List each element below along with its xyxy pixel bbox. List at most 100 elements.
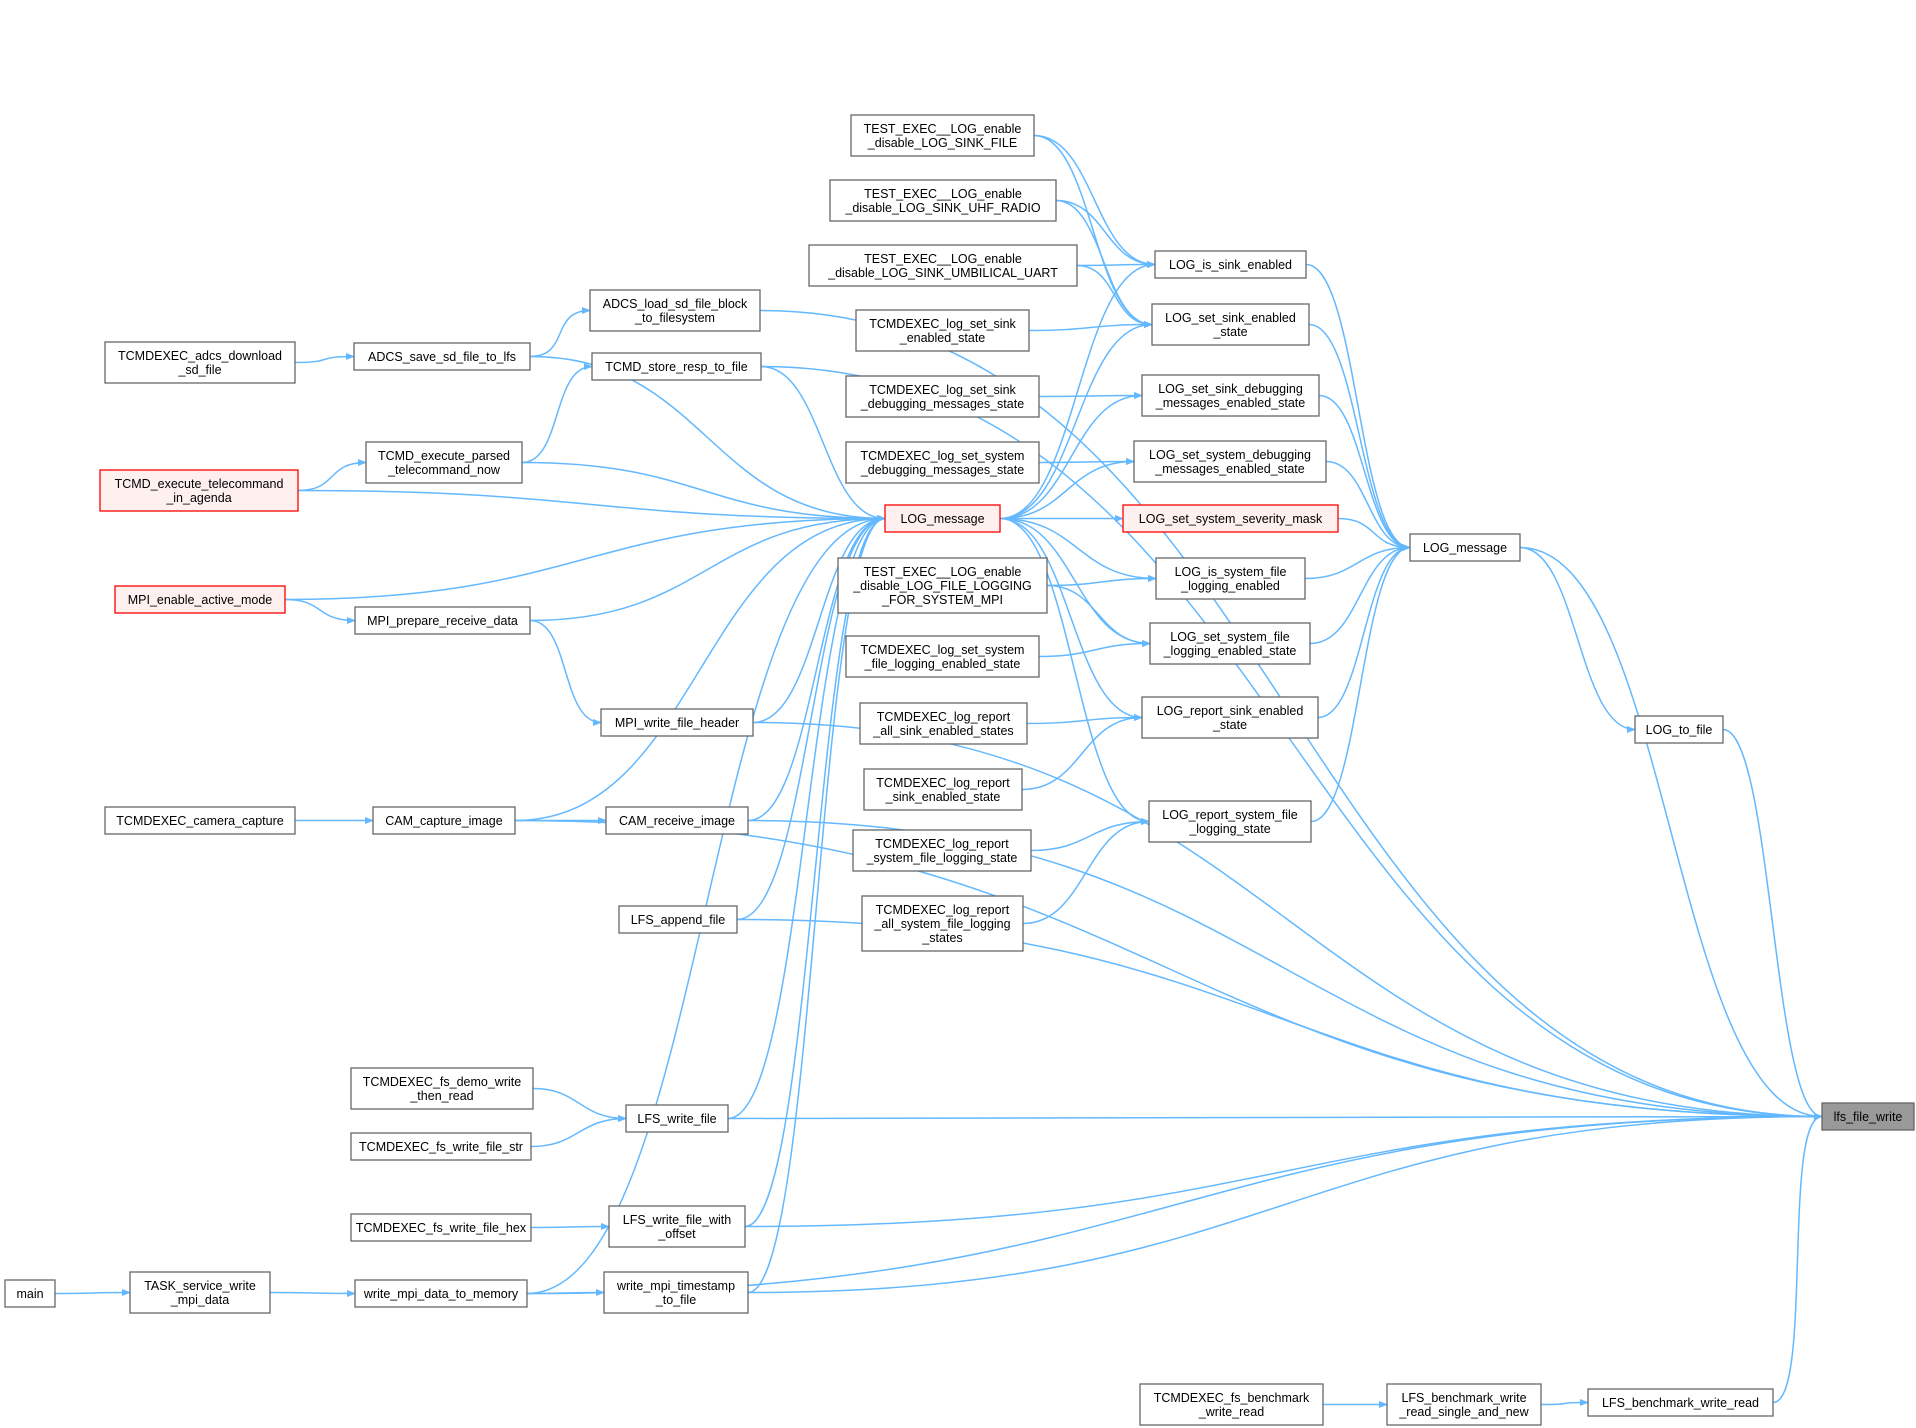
node-box [1148, 800, 1312, 843]
node-CAM_receive_image[interactable]: CAM_receive_image [605, 806, 749, 835]
node-LOG_set_system_file_logging_enabled_state[interactable]: LOG_set_system_file_logging_enabled_stat… [1149, 622, 1311, 665]
node-CAM_capture_image[interactable]: CAM_capture_image [372, 806, 516, 835]
node-label: _mpi_data [170, 1293, 229, 1307]
node-LOG_report_system_file_logging_state[interactable]: LOG_report_system_file_logging_state [1148, 800, 1312, 843]
node-lfs_file_write[interactable]: lfs_file_write [1821, 1102, 1915, 1131]
node-TCMDEXEC_log_set_system_debugging[interactable]: TCMDEXEC_log_set_system_debugging_messag… [845, 441, 1040, 484]
node-label: _state [1212, 718, 1247, 732]
call-edge-MPI_write_file_header-to-LOG_message_left [752, 514, 886, 724]
node-write_mpi_timestamp_to_file[interactable]: write_mpi_timestamp_to_file [603, 1271, 749, 1314]
node-LOG_message_left[interactable]: LOG_message [884, 504, 1001, 533]
node-TCMDEXEC_adcs_download_sd_file[interactable]: TCMDEXEC_adcs_download_sd_file [104, 341, 296, 384]
node-TASK_service_write_mpi_data[interactable]: TASK_service_write_mpi_data [129, 1271, 271, 1314]
call-edge-MPI_enable_active_mode-to-LOG_message_left [284, 514, 886, 601]
node-write_mpi_data_to_memory[interactable]: write_mpi_data_to_memory [354, 1279, 528, 1308]
node-box [1151, 303, 1310, 346]
node-main[interactable]: main [4, 1279, 56, 1308]
node-label: LFS_append_file [631, 913, 726, 927]
node-label: LOG_set_sink_debugging [1158, 382, 1303, 396]
node-label: LOG_to_file [1646, 723, 1713, 737]
node-LOG_report_sink_enabled_state[interactable]: LOG_report_sink_enabled_state [1141, 696, 1319, 739]
node-LOG_set_system_debugging[interactable]: LOG_set_system_debugging_messages_enable… [1133, 440, 1327, 483]
node-label: _to_filesystem [634, 311, 715, 325]
node-TCMDEXEC_log_set_sink_debugging[interactable]: TCMDEXEC_log_set_sink_debugging_messages… [845, 375, 1040, 418]
call-edge-TCMDEXEC_log_set_sink_enabled_state-to-LOG_set_sink_enabled_state [1028, 320, 1153, 332]
node-LFS_benchmark_write_read[interactable]: LFS_benchmark_write_read [1587, 1388, 1774, 1417]
node-label: ADCS_load_sd_file_block [603, 297, 748, 311]
node-TEST_EXEC_UHF[interactable]: TEST_EXEC__LOG_enable_disable_LOG_SINK_U… [829, 179, 1057, 222]
node-ADCS_save_sd_file_to_lfs[interactable]: ADCS_save_sd_file_to_lfs [353, 342, 531, 371]
node-box [1141, 696, 1319, 739]
node-TEST_EXEC_SYSTEM_MPI[interactable]: TEST_EXEC__LOG_enable_disable_LOG_FILE_L… [837, 557, 1048, 614]
node-label: TCMDEXEC_adcs_download [118, 349, 282, 363]
node-label: _system_file_logging_state [866, 851, 1018, 865]
node-label: _logging_enabled [1180, 579, 1280, 593]
node-TCMD_execute_parsed_telecommand_now[interactable]: TCMD_execute_parsed_telecommand_now [365, 441, 523, 484]
call-edge-ADCS_save_sd_file_to_lfs-to-ADCS_load_sd_file_block_to_filesystem [529, 306, 591, 358]
node-label: CAM_receive_image [619, 814, 735, 828]
node-LOG_set_system_severity_mask[interactable]: LOG_set_system_severity_mask [1122, 504, 1339, 533]
call-edge-CAM_receive_image-to-LOG_message_left [747, 514, 886, 822]
node-label: _enabled_state [899, 331, 986, 345]
call-edge-TCMD_execute_parsed_telecommand_now-to-LOG_message_left [521, 461, 886, 523]
node-LFS_benchmark_write_read_single_and_new[interactable]: LFS_benchmark_write_read_single_and_new [1386, 1383, 1542, 1426]
node-MPI_write_file_header[interactable]: MPI_write_file_header [600, 708, 754, 737]
node-LOG_is_system_file_logging_enabled[interactable]: LOG_is_system_file_logging_enabled [1155, 557, 1306, 600]
node-TCMD_store_resp_to_file[interactable]: TCMD_store_resp_to_file [591, 352, 762, 381]
node-label: LFS_write_file [637, 1112, 716, 1126]
node-box [855, 309, 1030, 352]
node-box [353, 342, 531, 371]
node-TCMDEXEC_log_report_all_system_file[interactable]: TCMDEXEC_log_report_all_system_file_logg… [861, 895, 1024, 952]
node-label: MPI_enable_active_mode [128, 593, 273, 607]
node-label: LOG_report_sink_enabled [1157, 704, 1304, 718]
node-label: TCMDEXEC_fs_write_file_hex [356, 1221, 527, 1235]
node-label: main [16, 1287, 43, 1301]
node-TCMDEXEC_log_set_sink_enabled_state[interactable]: TCMDEXEC_log_set_sink_enabled_state [855, 309, 1030, 352]
call-edge-LOG_set_system_file_logging_enabled_state-to-LOG_message_right [1309, 543, 1411, 645]
node-LFS_write_file[interactable]: LFS_write_file [625, 1104, 729, 1133]
node-TCMDEXEC_fs_write_file_hex[interactable]: TCMDEXEC_fs_write_file_hex [350, 1213, 532, 1242]
node-label: _messages_enabled_state [1154, 462, 1304, 476]
node-label: TEST_EXEC__LOG_enable [864, 122, 1022, 136]
node-LOG_message_right[interactable]: LOG_message [1409, 533, 1521, 562]
node-label: MPI_write_file_header [615, 716, 739, 730]
call-edge-TCMDEXEC_fs_write_file_str-to-LFS_write_file [530, 1114, 627, 1148]
node-LFS_append_file[interactable]: LFS_append_file [618, 905, 738, 934]
node-TEST_EXEC_UMB[interactable]: TEST_EXEC__LOG_enable_disable_LOG_SINK_U… [808, 244, 1078, 287]
call-edge-LOG_is_system_file_logging_enabled-to-LOG_message_right [1304, 543, 1411, 580]
node-box [600, 708, 754, 737]
node-TCMDEXEC_log_report_system_file[interactable]: TCMDEXEC_log_report_system_file_logging_… [852, 829, 1032, 872]
node-label: TCMDEXEC_camera_capture [116, 814, 283, 828]
call-edge-TCMDEXEC_fs_write_file_hex-to-LFS_write_file_with_offset [530, 1222, 610, 1231]
node-label: TCMD_store_resp_to_file [605, 360, 747, 374]
call-edge-TEST_EXEC_FILE-to-LOG_is_sink_enabled [1033, 134, 1156, 269]
call-edge-write_mpi_data_to_memory-to-lfs_file_write [526, 1112, 1823, 1295]
node-label: _messages_enabled_state [1155, 396, 1305, 410]
node-box [372, 806, 516, 835]
node-TCMDEXEC_fs_benchmark_write_read[interactable]: TCMDEXEC_fs_benchmark_write_read [1139, 1383, 1324, 1426]
call-edge-LOG_message_right-to-lfs_file_write [1519, 546, 1823, 1121]
call-edge-LOG_message_left-to-LOG_is_system_file_logging_enabled [999, 517, 1157, 583]
node-LOG_set_sink_enabled_state[interactable]: LOG_set_sink_enabled_state [1151, 303, 1310, 346]
node-TCMDEXEC_log_set_system_file_logging[interactable]: TCMDEXEC_log_set_system_file_logging_ena… [845, 635, 1040, 678]
node-TCMD_execute_telecommand_in_agenda[interactable]: TCMD_execute_telecommand_in_agenda [99, 469, 299, 512]
node-MPI_prepare_receive_data[interactable]: MPI_prepare_receive_data [354, 606, 531, 635]
node-TCMDEXEC_log_report_all_sink[interactable]: TCMDEXEC_log_report_all_sink_enabled_sta… [859, 702, 1028, 745]
node-MPI_enable_active_mode[interactable]: MPI_enable_active_mode [114, 585, 286, 614]
node-LOG_to_file[interactable]: LOG_to_file [1634, 715, 1724, 744]
node-TCMDEXEC_fs_write_file_str[interactable]: TCMDEXEC_fs_write_file_str [350, 1132, 532, 1161]
node-TEST_EXEC_FILE[interactable]: TEST_EXEC__LOG_enable_disable_LOG_SINK_F… [850, 114, 1035, 157]
node-box [603, 1271, 749, 1314]
node-box [104, 806, 296, 835]
node-label: TCMDEXEC_log_report [875, 837, 1009, 851]
node-ADCS_load_sd_file_block_to_filesystem[interactable]: ADCS_load_sd_file_block_to_filesystem [589, 289, 761, 332]
node-TCMDEXEC_camera_capture[interactable]: TCMDEXEC_camera_capture [104, 806, 296, 835]
call-edge-LOG_set_system_debugging-to-LOG_message_right [1325, 460, 1411, 552]
node-TCMDEXEC_fs_demo_write_then_read[interactable]: TCMDEXEC_fs_demo_write_then_read [350, 1067, 534, 1110]
node-TCMDEXEC_log_report_sink[interactable]: TCMDEXEC_log_report_sink_enabled_state [863, 768, 1023, 811]
node-label: TCMDEXEC_log_report [877, 710, 1011, 724]
call-edge-CAM_capture_image-to-LOG_message_left [514, 514, 886, 822]
node-LOG_is_sink_enabled[interactable]: LOG_is_sink_enabled [1154, 250, 1307, 279]
node-LOG_set_sink_debugging[interactable]: LOG_set_sink_debugging_messages_enabled_… [1141, 374, 1320, 417]
node-LFS_write_file_with_offset[interactable]: LFS_write_file_with_offset [608, 1205, 746, 1248]
